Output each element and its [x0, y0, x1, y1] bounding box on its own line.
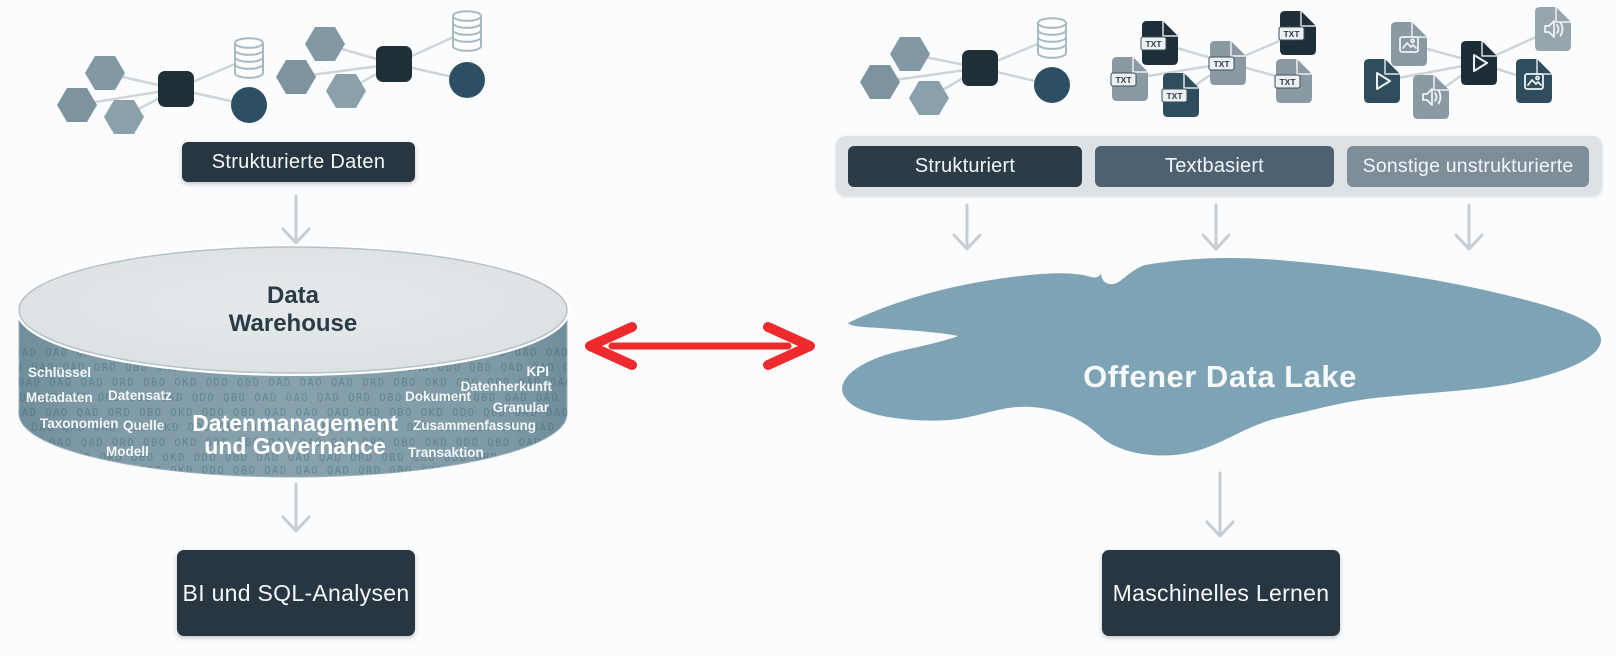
txt-file-icon: TXT [1110, 56, 1149, 101]
txt-badge: TXT [1145, 39, 1162, 49]
txt-badge: TXT [1166, 91, 1183, 101]
media-files-cluster-icon [1364, 6, 1572, 119]
txt-files-cluster-icon: TXT TXT TXT TXT TXT TXT [1110, 10, 1317, 117]
svg-text:OAD OAO QAD ORD OBO OKD ODO QB: OAD OAO QAD ORD OBO OKD ODO QBD OAD OAO … [0, 422, 1616, 434]
square-node-icon [376, 46, 412, 82]
hexagon-node-icon [104, 100, 144, 134]
warehouse-term: Transaktion [408, 445, 484, 460]
warehouse-term: Zusammenfassung [413, 418, 536, 433]
category-textbased-label: Textbasiert [1095, 145, 1334, 187]
database-icon [234, 37, 264, 79]
circle-node-icon [231, 87, 267, 123]
warehouse-term: Modell [106, 444, 149, 459]
audio-file-icon [1535, 6, 1572, 51]
data-warehouse-cylinder: OAD OAO QAD ORD OBO OKD ODO QBD OAD OAO … [0, 244, 1616, 478]
txt-file-icon: TXT [1140, 20, 1179, 65]
bidirectional-arrow-icon [585, 322, 815, 370]
warehouse-term: Metadaten [26, 390, 93, 405]
down-arrow-icon [1201, 203, 1231, 251]
warehouse-term: Datensatz [108, 388, 172, 403]
txt-badge: TXT [1283, 29, 1300, 39]
warehouse-term: Quelle [123, 418, 165, 433]
category-bar: Strukturiert Textbasiert Sonstige unstru… [836, 136, 1602, 196]
warehouse-term: Dokument [405, 389, 472, 404]
category-structured-label: Strukturiert [848, 145, 1082, 187]
down-arrow-icon [1205, 471, 1235, 538]
txt-file-icon: TXT [1161, 72, 1200, 117]
down-arrow-icon [281, 194, 311, 245]
svg-text:OAD OAO QAD ORD OBO OKD ODO QB: OAD OAO QAD ORD OBO OKD ODO QBD OAD OAO … [18, 377, 1616, 389]
warehouse-term: KPI [526, 364, 549, 379]
txt-badge: TXT [1213, 59, 1230, 69]
governance-label-line1: Datenmanagement [192, 410, 398, 436]
hexagon-node-icon [909, 81, 949, 115]
database-icon [452, 10, 482, 52]
structured-data-label: Strukturierte Daten [182, 142, 415, 182]
svg-text:OAD OAO QAD ORD OBO OKD ODO QB: OAD OAO QAD ORD OBO OKD ODO QBD OAD OAO … [18, 437, 1616, 449]
warehouse-term: Granular [493, 400, 550, 415]
data-lake-label: Offener Data Lake [1083, 359, 1357, 394]
governance-label-line2: und Governance [204, 433, 385, 459]
square-node-icon [158, 71, 194, 107]
video-file-icon [1461, 40, 1498, 85]
warehouse-term: Schlüssel [28, 365, 91, 380]
svg-text:OAD OAO QAD ORD OBO OKD ODO QB: OAD OAO QAD ORD OBO OKD ODO QBD OAD OAO … [6, 452, 1616, 464]
network-cluster-icon [276, 10, 485, 108]
warehouse-title-line1: Data [267, 282, 320, 309]
txt-file-icon: TXT [1274, 58, 1313, 103]
hexagon-node-icon [276, 60, 316, 94]
circle-node-icon [449, 62, 485, 98]
down-arrow-icon [1454, 203, 1484, 251]
down-arrow-icon [952, 203, 982, 251]
svg-text:OAD OAO QAD ORD OBO OKD ODO QB: OAD OAO QAD ORD OBO OKD ODO QBD OAD OAO … [4, 392, 1616, 404]
image-file-icon [1391, 21, 1428, 66]
audio-file-icon [1413, 74, 1450, 119]
network-cluster-icon [57, 37, 267, 134]
warehouse-term: Taxonomien [40, 416, 119, 431]
network-cluster-icon [860, 17, 1070, 115]
bi-sql-analytics-label: BI und SQL-Analysen [177, 550, 415, 636]
category-other-unstructured-label: Sonstige unstrukturierte [1347, 145, 1589, 187]
txt-badge: TXT [1115, 75, 1132, 85]
svg-text:OAD OAO QAD ORD OBO OKD ODO QB: OAD OAO QAD ORD OBO OKD ODO QBD OAD OAO … [14, 407, 1616, 419]
warehouse-title-line2: Warehouse [229, 310, 357, 337]
square-node-icon [962, 50, 998, 86]
data-lake-blob: Offener Data Lake [842, 257, 1602, 456]
circle-node-icon [1034, 67, 1070, 103]
down-arrow-icon [281, 482, 311, 533]
txt-file-icon: TXT [1278, 10, 1317, 55]
txt-badge: TXT [1279, 77, 1296, 87]
video-file-icon [1364, 58, 1401, 103]
warehouse-term: Datenherkunft [460, 379, 552, 394]
hexagon-node-icon [890, 37, 930, 71]
machine-learning-label: Maschinelles Lernen [1102, 550, 1340, 636]
hexagon-node-icon [57, 88, 97, 122]
hexagon-node-icon [305, 27, 345, 61]
txt-file-icon: TXT [1208, 40, 1247, 85]
image-file-icon [1516, 58, 1553, 103]
hexagon-node-icon [326, 74, 366, 108]
database-icon [1037, 17, 1067, 59]
svg-text:OAD OAO QAD ORD OBO OKD ODO QB: OAD OAO QAD ORD OBO OKD ODO QBD OAD OAO … [14, 465, 1616, 477]
warehouse-top-face [18, 246, 568, 374]
hexagon-node-icon [860, 65, 900, 99]
hexagon-node-icon [85, 56, 125, 90]
